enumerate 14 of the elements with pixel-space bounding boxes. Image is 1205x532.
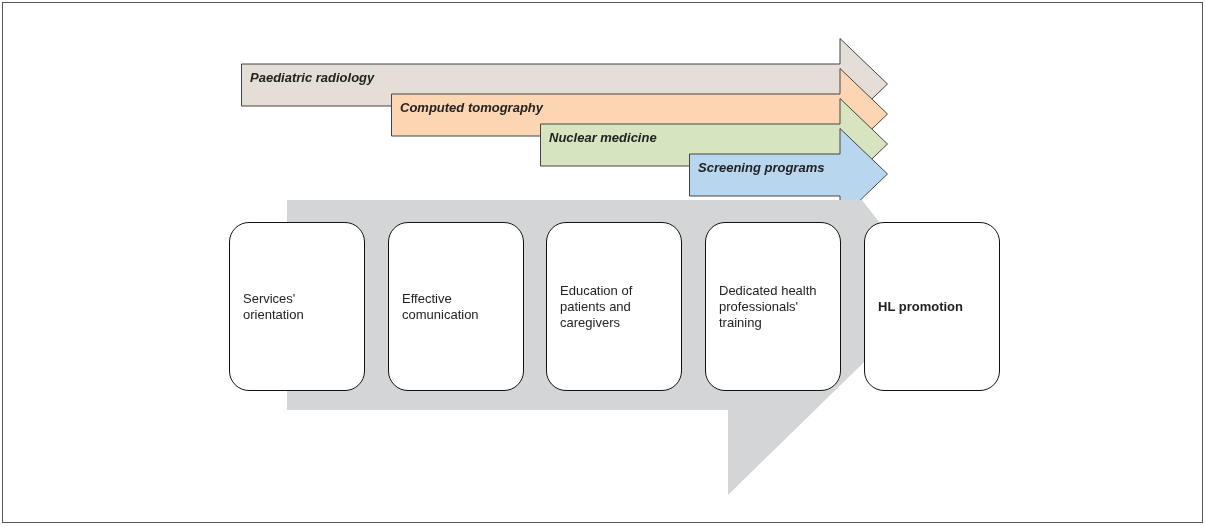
arrow-label: Paediatric radiology (250, 70, 375, 85)
box-text: HL promotion (878, 298, 964, 315)
process-box (864, 222, 1000, 391)
box-text: Education of patients and caregivers (560, 282, 634, 331)
box-text: Dedicated health professionals' training (719, 282, 818, 331)
box-text: Services' orientation (243, 290, 305, 323)
process-box (388, 222, 524, 391)
process-box (229, 222, 365, 391)
process-box (705, 222, 841, 391)
arrow-label: Computed tomography (400, 100, 543, 115)
box-text: Effective comunication (402, 290, 480, 323)
arrow-label: Screening programs (698, 160, 825, 175)
arrow-label: Nuclear medicine (549, 130, 657, 145)
process-box (546, 222, 682, 391)
